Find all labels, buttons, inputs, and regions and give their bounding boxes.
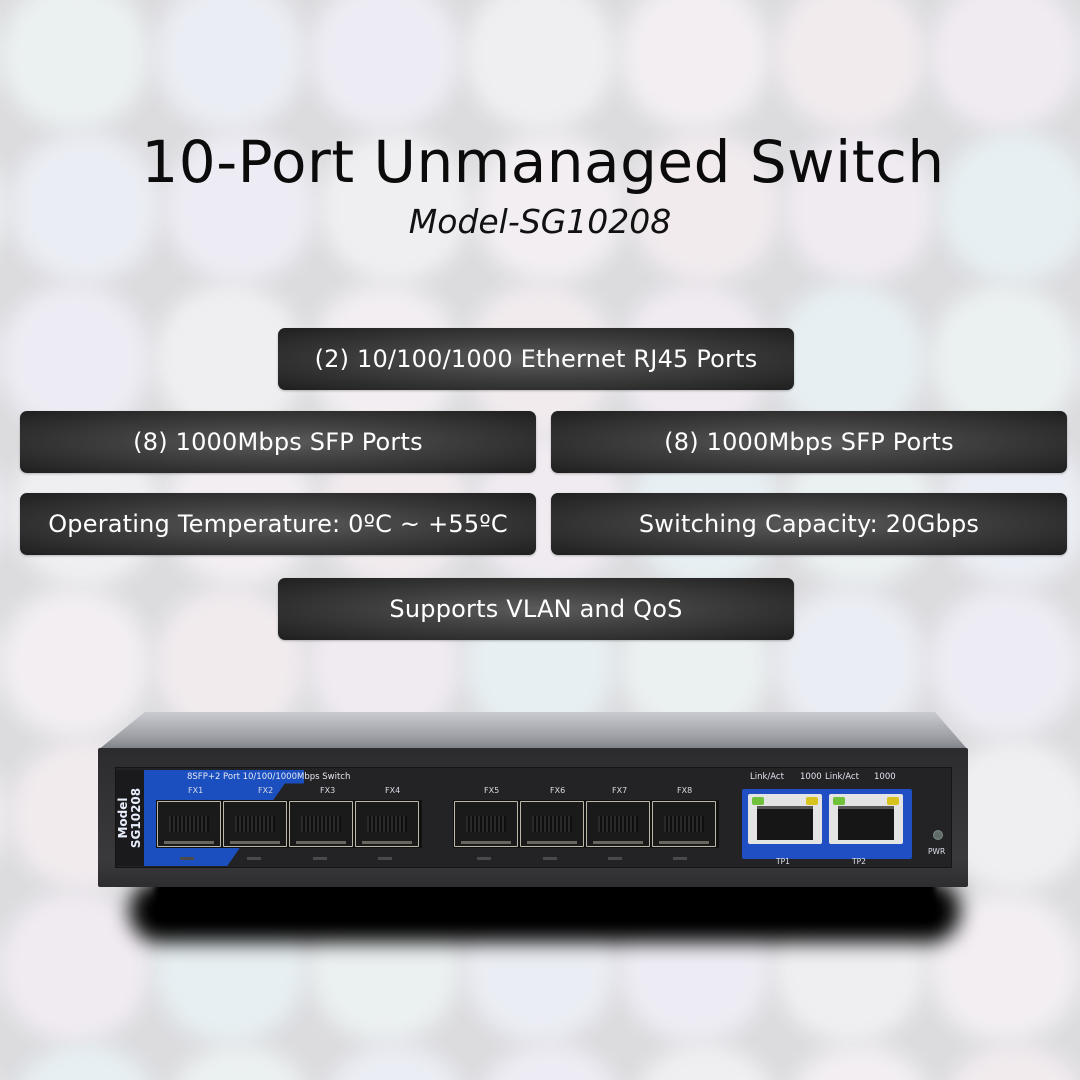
background-bokeh-circle [155,0,305,130]
background-bokeh-circle [930,0,1080,130]
device-shadow-core [155,882,935,922]
model-label-text: Model SG10208 [116,787,143,849]
port-label-fx7: FX7 [612,786,628,795]
port-tag [608,857,622,860]
tp2-speed-label: 1000 [874,772,896,782]
background-bokeh-circle [0,892,150,1042]
sfp-port-fx1[interactable] [157,801,221,847]
background-bokeh-circle [0,0,150,130]
background-bokeh-circle [0,436,5,586]
port-label-tp1: TP1 [776,857,790,866]
device-top-surface [98,712,968,750]
device-front-face: Model SG10208 8SFP+2 Port 10/100/1000Mbp… [98,748,968,887]
sfp-port-fx2[interactable] [223,801,287,847]
background-bokeh-circle [475,132,625,282]
background-bokeh-circle [0,588,150,738]
sfp-port-fx4[interactable] [355,801,419,847]
rj45-socket [838,806,894,840]
port-label-fx8: FX8 [677,786,693,795]
background-bokeh-circle [620,0,770,130]
model-label-tab: Model SG10208 [116,770,144,866]
background-bokeh-circle [165,132,315,282]
background-bokeh-circle [630,132,780,282]
tp2-link-label: Link/Act [825,772,859,782]
link-led-icon [752,797,764,805]
background-bokeh-circle [0,284,150,434]
power-led-icon [933,830,943,840]
panel-header-text: 8SFP+2 Port 10/100/1000Mbps Switch [187,772,351,782]
feature-rj45-ports: (2) 10/100/1000 Ethernet RJ45 Ports [278,328,794,390]
speed-led-icon [806,797,818,805]
background-bokeh-circle [940,132,1080,282]
feature-sfp-ports-right: (8) 1000Mbps SFP Ports [551,411,1067,473]
port-label-tp2: TP2 [852,857,866,866]
sfp-port-fx7[interactable] [586,801,650,847]
sfp-port-group-1 [156,800,422,848]
background-bokeh-circle [0,740,5,890]
port-tag [673,857,687,860]
sfp-port-fx3[interactable] [289,801,353,847]
sfp-port-fx5[interactable] [454,801,518,847]
model-subtitle: Model-SG10208 [408,202,672,241]
port-tag [477,857,491,860]
feature-switching-capacity: Switching Capacity: 20Gbps [551,493,1067,555]
background-bokeh-circle [785,132,935,282]
port-label-fx1: FX1 [188,786,204,795]
port-label-fx6: FX6 [550,786,566,795]
port-tag [378,857,392,860]
rj45-port-block [742,789,912,859]
feature-vlan-qos: Supports VLAN and QoS [278,578,794,640]
rj45-port-tp1[interactable] [748,794,822,844]
port-tag [180,857,194,860]
feature-sfp-ports-left: (8) 1000Mbps SFP Ports [20,411,536,473]
port-label-fx3: FX3 [320,786,336,795]
background-bokeh-circle [775,0,925,130]
background-bokeh-circle [310,0,460,130]
background-bokeh-circle [0,132,5,282]
port-tag [313,857,327,860]
rj45-port-tp2[interactable] [829,794,903,844]
rj45-socket [757,806,813,840]
port-tag [543,857,557,860]
tp1-link-label: Link/Act [750,772,784,782]
background-bokeh-circle [930,588,1080,738]
power-label: PWR [928,847,946,856]
port-tag [247,857,261,860]
background-bokeh-circle [320,132,470,282]
background-bokeh-circle [465,0,615,130]
port-label-fx2: FX2 [258,786,274,795]
front-panel: Model SG10208 8SFP+2 Port 10/100/1000Mbp… [115,767,952,868]
sfp-port-fx6[interactable] [520,801,584,847]
feature-operating-temperature: Operating Temperature: 0ºC ~ +55ºC [20,493,536,555]
tp1-speed-label: 1000 [800,772,822,782]
link-led-icon [833,797,845,805]
port-label-fx4: FX4 [385,786,401,795]
sfp-port-group-2 [453,800,719,848]
speed-led-icon [887,797,899,805]
port-label-fx5: FX5 [484,786,500,795]
background-bokeh-circle [930,284,1080,434]
background-bokeh-circle [775,284,925,434]
sfp-port-fx8[interactable] [652,801,716,847]
page-title: 10-Port Unmanaged Switch [141,128,945,196]
background-bokeh-circle [10,132,160,282]
